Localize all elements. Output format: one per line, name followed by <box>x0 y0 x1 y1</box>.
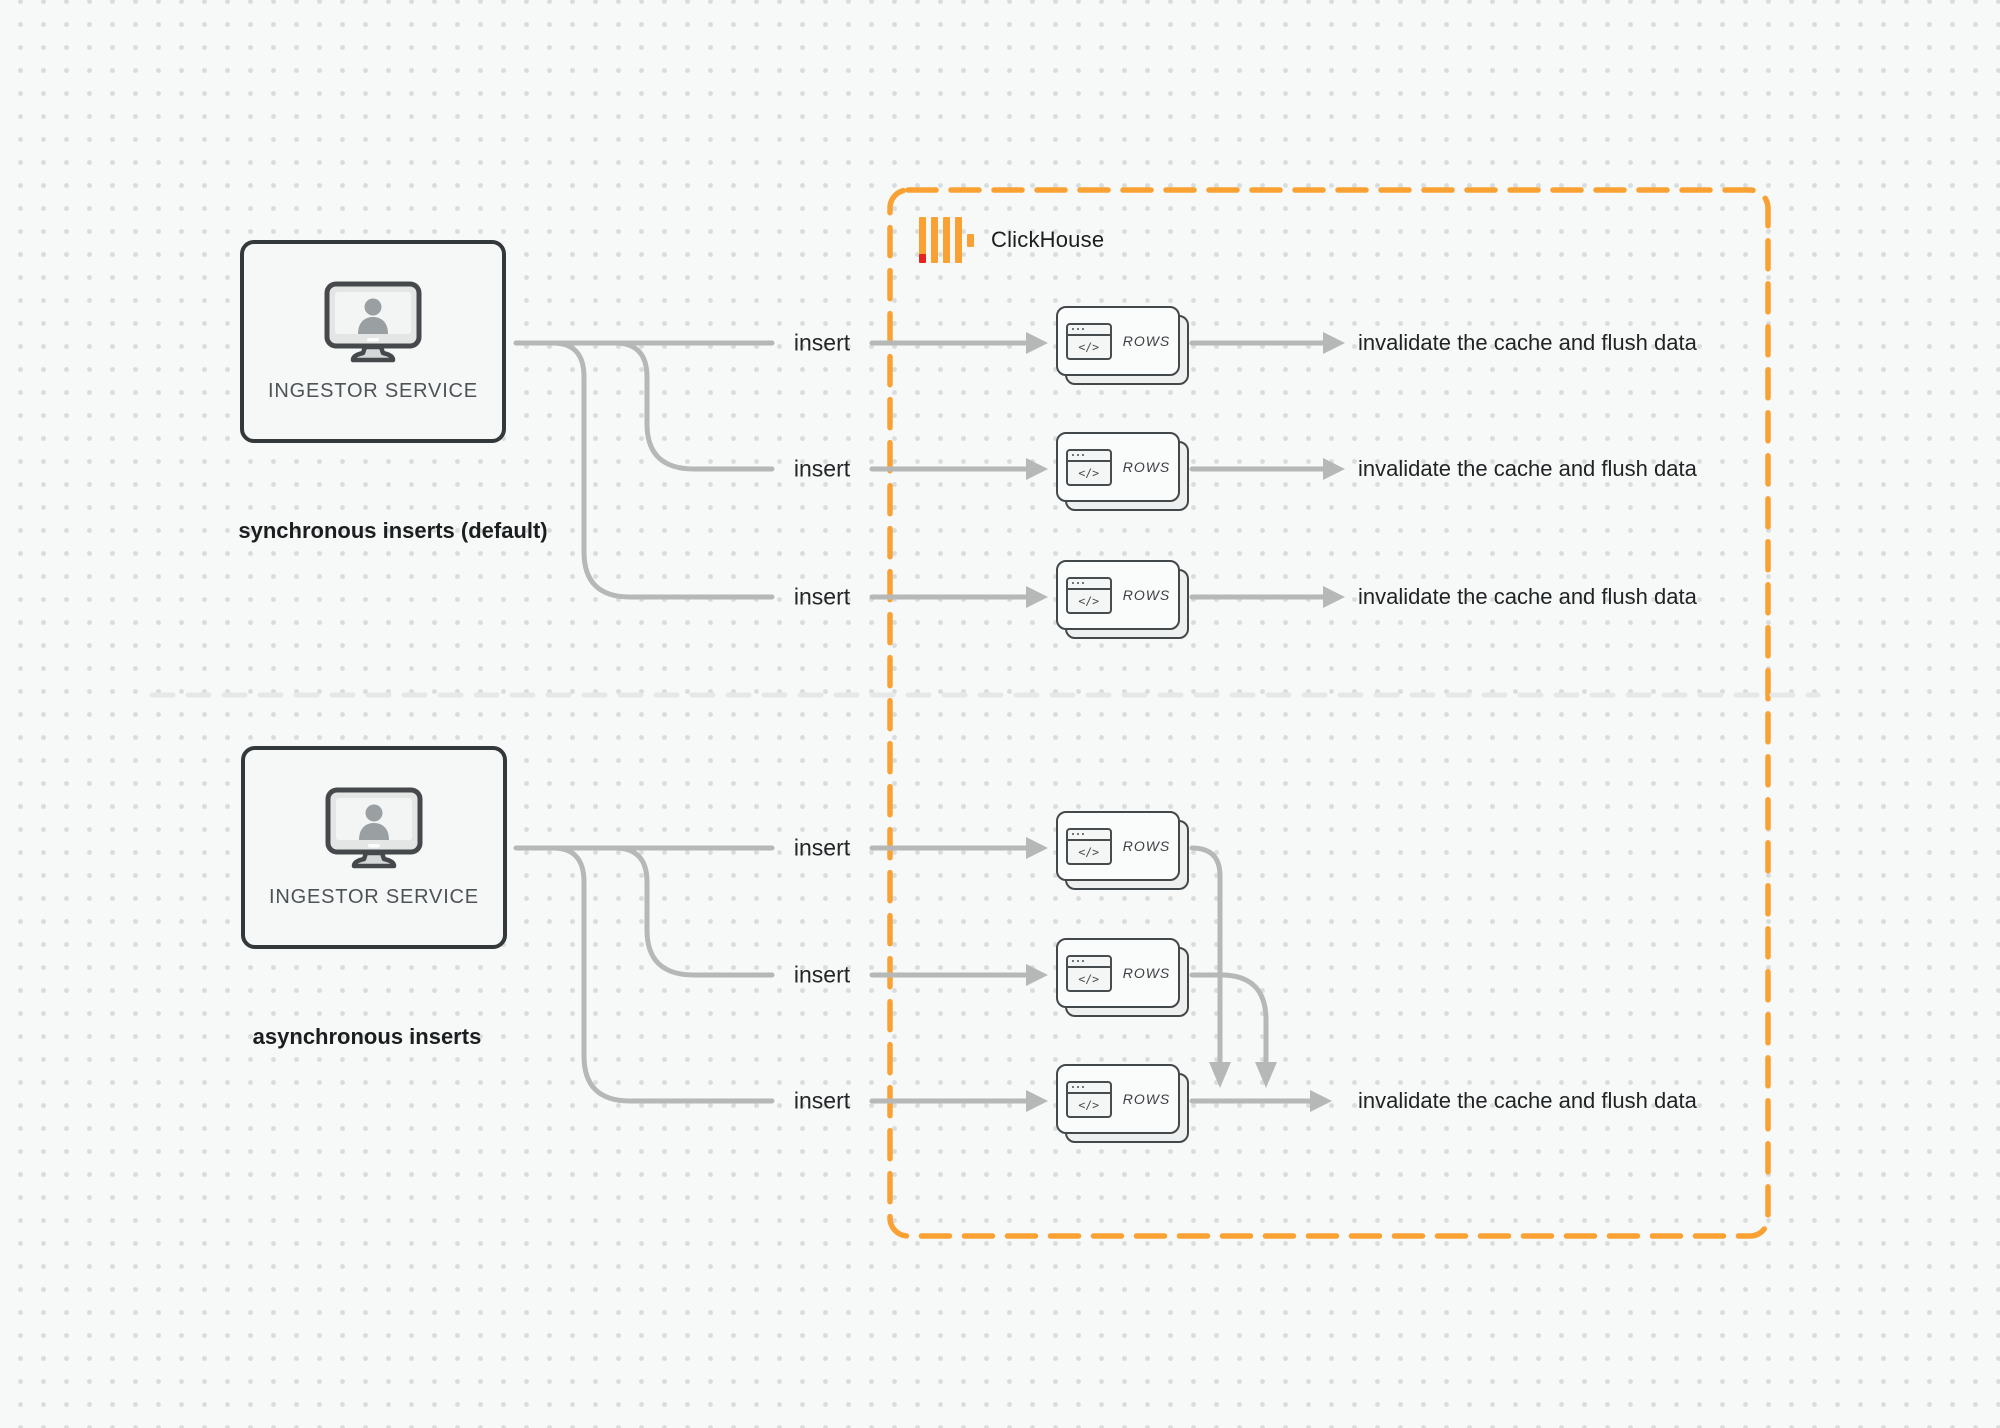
window-dots-icon <box>1067 325 1110 336</box>
insert-label: insert <box>793 329 851 356</box>
clickhouse-label: ClickHouse <box>991 227 1105 252</box>
rows-table-node: </> ROWS <box>1056 432 1189 511</box>
connector-async-merge2 <box>1189 972 1269 1065</box>
arrowhead-sync-out2 <box>1323 458 1345 480</box>
connector-sync-row3-branch <box>550 340 775 600</box>
code-glyph: </> <box>1078 465 1100 480</box>
monitor-user-icon <box>324 281 422 363</box>
browser-window-icon: </> <box>1065 576 1112 614</box>
invalidate-label: invalidate the cache and flush data <box>1358 456 1697 481</box>
arrowhead-sync-row3 <box>1026 586 1048 608</box>
rows-label: ROWS <box>1122 333 1171 349</box>
window-dots-icon <box>1067 1083 1110 1094</box>
ingestor-service-node-sync: INGESTOR SERVICE <box>240 240 506 443</box>
insert-label: insert <box>793 583 851 610</box>
invalidate-label: invalidate the cache and flush data <box>1358 330 1697 355</box>
rows-table-node: </> ROWS <box>1056 1064 1189 1143</box>
connector-async-row3-branch <box>550 845 775 1104</box>
rows-table-node: </> ROWS <box>1056 938 1189 1017</box>
ingestor-service-node-async: INGESTOR SERVICE <box>241 746 507 949</box>
arrowhead-sync-out3 <box>1323 586 1345 608</box>
window-dots-icon <box>1067 451 1110 462</box>
browser-window-icon: </> <box>1065 1080 1112 1118</box>
rows-table-node: </> ROWS <box>1056 560 1189 639</box>
arrowhead-sync-row1 <box>1026 332 1048 354</box>
rows-label: ROWS <box>1122 587 1171 603</box>
insert-label: insert <box>793 834 851 861</box>
connector-sync-row2-branch <box>612 340 775 472</box>
code-glyph: </> <box>1078 1097 1100 1112</box>
arrowhead-async-merge1 <box>1209 1062 1231 1088</box>
insert-label: insert <box>793 1087 851 1114</box>
sync-section-caption: synchronous inserts (default) <box>238 518 548 543</box>
arrowhead-async-row3 <box>1026 1090 1048 1112</box>
clickhouse-logo-icon <box>919 217 974 263</box>
browser-window-icon: </> <box>1065 322 1112 360</box>
arrowhead-async-row2 <box>1026 964 1048 986</box>
window-dots-icon <box>1067 830 1110 841</box>
clickhouse-cluster-boundary <box>887 187 1771 1239</box>
code-glyph: </> <box>1078 593 1100 608</box>
window-dots-icon <box>1067 957 1110 968</box>
insert-label: insert <box>793 455 851 482</box>
rows-table-node: </> ROWS <box>1056 306 1189 385</box>
rows-label: ROWS <box>1122 965 1171 981</box>
rows-label: ROWS <box>1122 1091 1171 1107</box>
arrowhead-async-out <box>1310 1090 1332 1112</box>
insert-label: insert <box>793 961 851 988</box>
browser-window-icon: </> <box>1065 954 1112 992</box>
monitor-user-icon <box>325 787 423 869</box>
async-section-caption: asynchronous inserts <box>252 1024 482 1049</box>
browser-window-icon: </> <box>1065 448 1112 486</box>
connector-async-row2-branch <box>612 845 775 978</box>
code-glyph: </> <box>1078 339 1100 354</box>
invalidate-label: invalidate the cache and flush data <box>1358 584 1697 609</box>
rows-table-node: </> ROWS <box>1056 811 1189 890</box>
rows-label: ROWS <box>1122 838 1171 854</box>
arrowhead-async-row1 <box>1026 837 1048 859</box>
code-glyph: </> <box>1078 844 1100 859</box>
arrowhead-async-merge2 <box>1255 1062 1277 1088</box>
rows-label: ROWS <box>1122 459 1171 475</box>
window-dots-icon <box>1067 579 1110 590</box>
connector-async-merge1 <box>1189 845 1223 1065</box>
browser-window-icon: </> <box>1065 827 1112 865</box>
ingestor-service-label: INGESTOR SERVICE <box>268 380 478 402</box>
arrowhead-sync-row2 <box>1026 458 1048 480</box>
clickhouse-header: ClickHouse <box>919 217 1104 263</box>
ingestor-service-label: INGESTOR SERVICE <box>269 886 479 908</box>
arrowhead-sync-out1 <box>1323 332 1345 354</box>
code-glyph: </> <box>1078 971 1100 986</box>
invalidate-label: invalidate the cache and flush data <box>1358 1088 1697 1113</box>
